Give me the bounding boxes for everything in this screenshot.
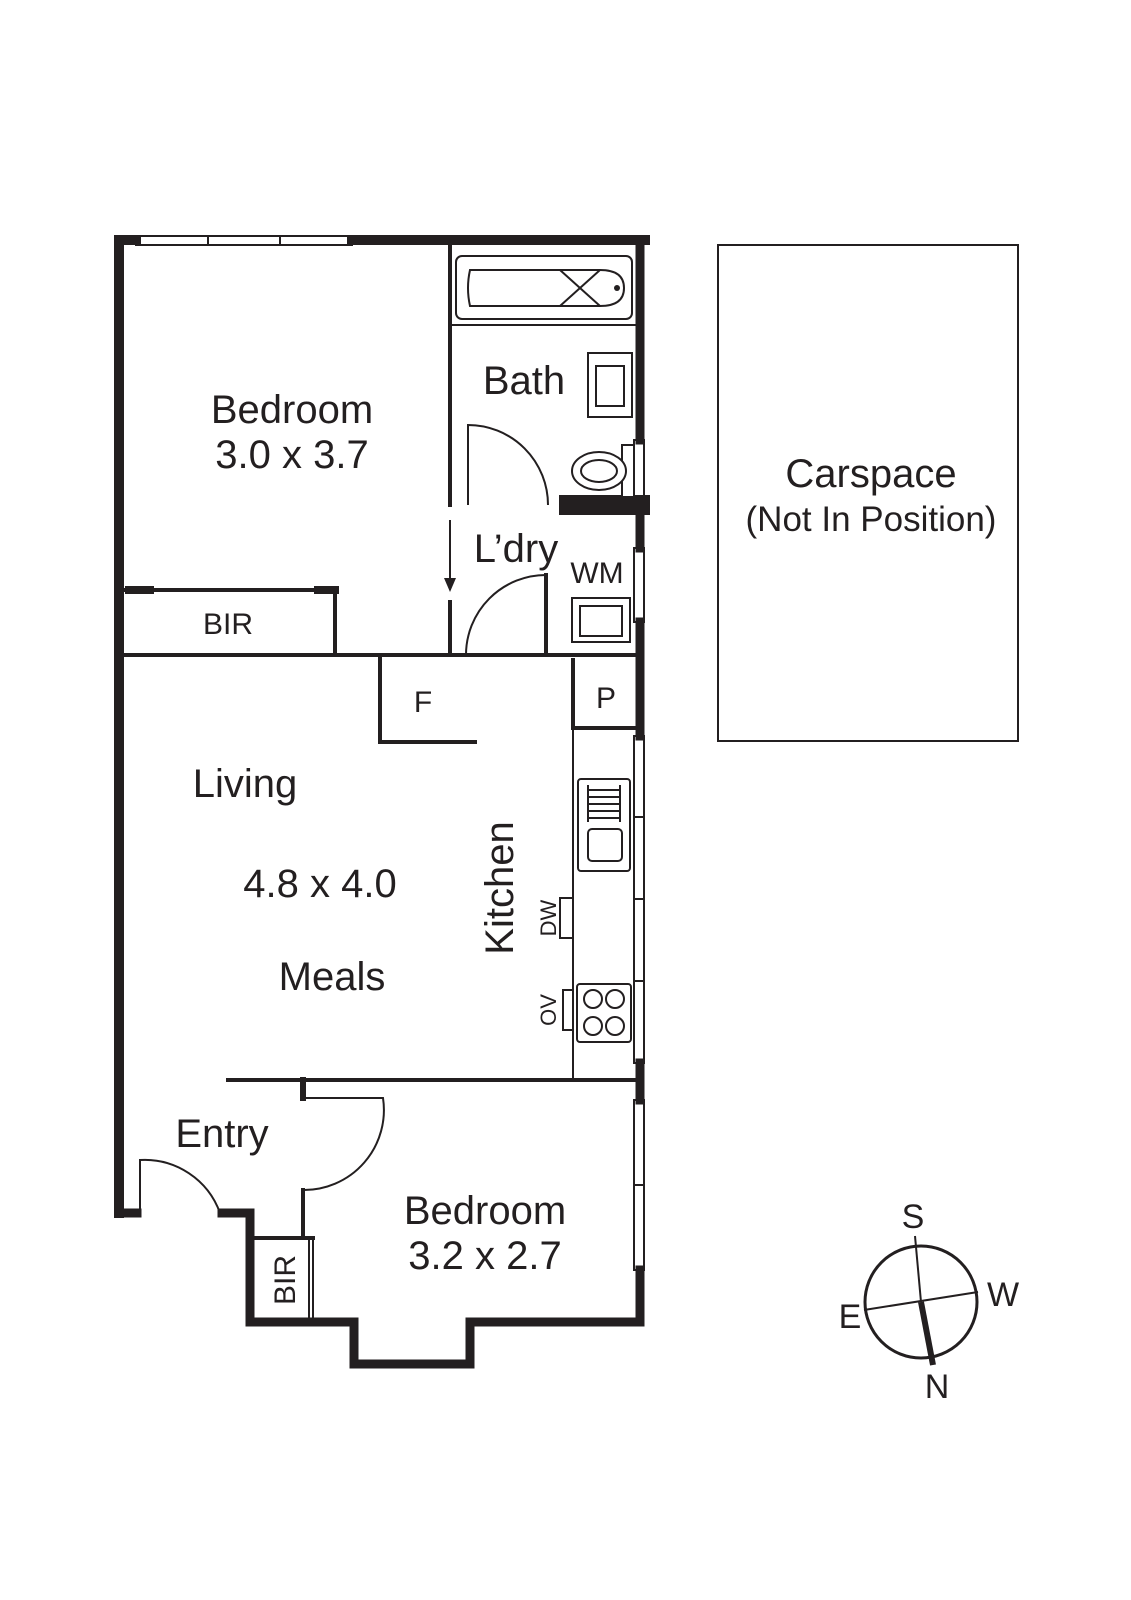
vanity-icon — [587, 352, 633, 418]
kitchen-sink-icon — [577, 778, 631, 872]
carspace-name: Carspace — [785, 452, 956, 496]
oven-icon — [562, 989, 574, 1031]
carspace-note: (Not In Position) — [746, 500, 997, 539]
fridge-label: F — [414, 686, 432, 719]
bathtub-icon — [455, 255, 633, 320]
toilet-icon — [571, 444, 635, 498]
interior-walls — [117, 238, 650, 1322]
oven-label: OV — [536, 994, 561, 1026]
carspace — [717, 244, 1019, 742]
dishwasher-label: DW — [536, 899, 561, 936]
meals-name: Meals — [279, 955, 386, 999]
bath-name: Bath — [483, 359, 565, 403]
bir2-name: BIR — [269, 1255, 302, 1305]
bedroom2-name: Bedroom — [404, 1189, 566, 1233]
fixtures — [455, 255, 635, 1043]
bedroom1-size: 3.0 x 3.7 — [215, 433, 368, 477]
entry-name: Entry — [175, 1112, 268, 1156]
compass-labels: S W E N — [839, 1198, 1019, 1406]
compass — [863, 1235, 979, 1366]
laundry-name: L’dry — [474, 527, 559, 571]
laundry-trough-icon — [571, 597, 631, 643]
pantry-label: P — [596, 682, 616, 715]
compass-north: N — [925, 1368, 950, 1406]
compass-south: S — [902, 1198, 925, 1236]
exterior-walls — [114, 235, 650, 1369]
living-size: 4.8 x 4.0 — [243, 862, 396, 906]
bedroom1-name: Bedroom — [211, 388, 373, 432]
washing-machine-label: WM — [570, 557, 623, 590]
bir1-name: BIR — [203, 608, 253, 641]
kitchen-name: Kitchen — [478, 821, 522, 954]
room-labels: Bedroom 3.0 x 3.7 Bath L’dry WM BIR F P … — [175, 359, 996, 1305]
bedroom2-size: 3.2 x 2.7 — [408, 1234, 561, 1278]
compass-east: E — [839, 1298, 862, 1336]
compass-west: W — [987, 1276, 1019, 1314]
cooktop-icon — [576, 983, 632, 1043]
dishwasher-icon — [559, 897, 574, 939]
living-name: Living — [193, 762, 298, 806]
doors — [139, 423, 549, 1214]
